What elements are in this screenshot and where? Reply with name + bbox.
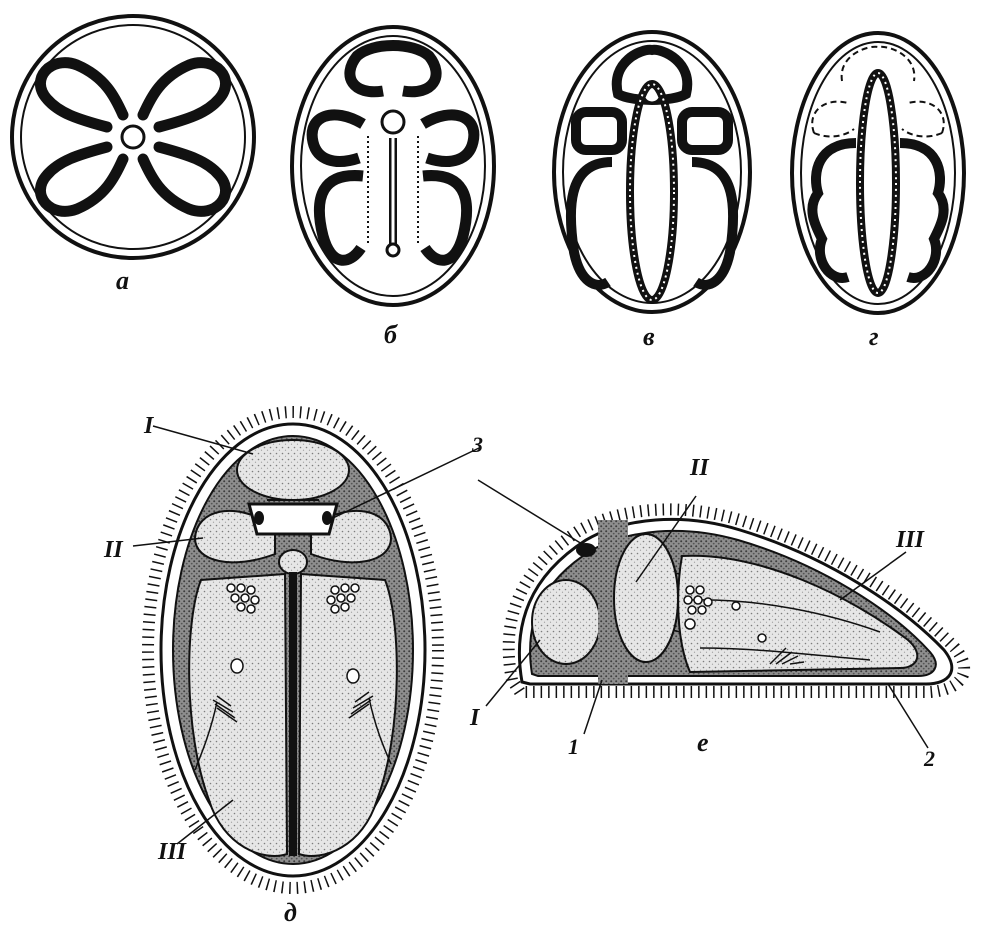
panel-label-a: а	[116, 268, 129, 294]
panel-label-d: д	[284, 900, 297, 926]
panel-label-v: в	[643, 324, 655, 350]
panel-a-drawing	[12, 16, 254, 258]
label-lobe-I-e: I	[470, 706, 479, 730]
panel-b-drawing	[292, 27, 494, 305]
panel-label-e: е	[697, 730, 709, 756]
label-lobe-II-e: II	[690, 456, 709, 480]
label-lobe-III-e: III	[896, 528, 924, 552]
panel-label-b: б	[384, 322, 397, 348]
panel-e-drawing	[478, 480, 964, 748]
label-lobe-I-d: I	[144, 414, 153, 438]
panel-v-drawing	[554, 32, 750, 312]
panel-label-g: г	[869, 324, 879, 350]
panel-d-drawing	[133, 412, 479, 888]
panel-g-drawing	[792, 33, 964, 313]
label-lobe-III-d: III	[158, 840, 186, 864]
label-3: 3	[472, 434, 483, 456]
label-2: 2	[924, 748, 935, 770]
label-lobe-II-d: II	[104, 538, 123, 562]
label-1: 1	[568, 736, 579, 758]
